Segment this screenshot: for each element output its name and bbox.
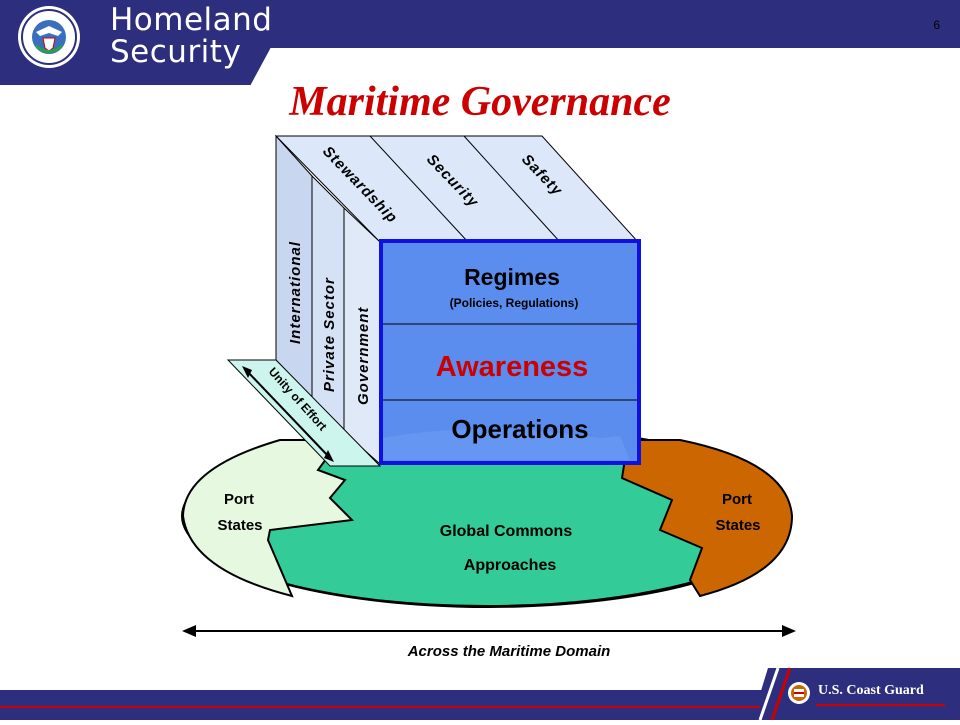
dhs-seal-icon [18, 6, 80, 68]
agency-name: Homeland Security [110, 4, 272, 68]
row-operations: Operations [451, 414, 588, 444]
agency-name-line1: Homeland [110, 2, 273, 38]
right-port-line2: States [715, 517, 760, 534]
global-commons-label: Global Commons [440, 523, 573, 540]
row-regimes: Regimes [464, 264, 560, 290]
layer-label-international: International [287, 241, 304, 344]
approaches-label: Approaches [464, 557, 557, 574]
layer-label-private-sector: Private Sector [321, 277, 338, 392]
slide-title: Maritime Governance [289, 79, 671, 125]
page-number: 6 [933, 18, 940, 32]
coast-guard-emblem-icon [788, 682, 810, 704]
port-states-right-region [620, 439, 794, 598]
agency-name-line2: Security [110, 34, 242, 70]
layer-label-government: Government [355, 307, 372, 405]
footer-org-label: U.S. Coast Guard [818, 683, 924, 698]
row-awareness: Awareness [436, 351, 589, 383]
right-port-line1: Port [722, 491, 752, 508]
left-port-line1: Port [224, 491, 254, 508]
row-regimes-sub: (Policies, Regulations) [450, 296, 579, 310]
left-port-line2: States [217, 517, 262, 534]
unity-strip [226, 359, 382, 467]
port-states-left-region [181, 439, 355, 598]
unity-arrow [245, 369, 331, 459]
header-band [0, 0, 960, 85]
domain-label: Across the Maritime Domain [407, 643, 611, 660]
